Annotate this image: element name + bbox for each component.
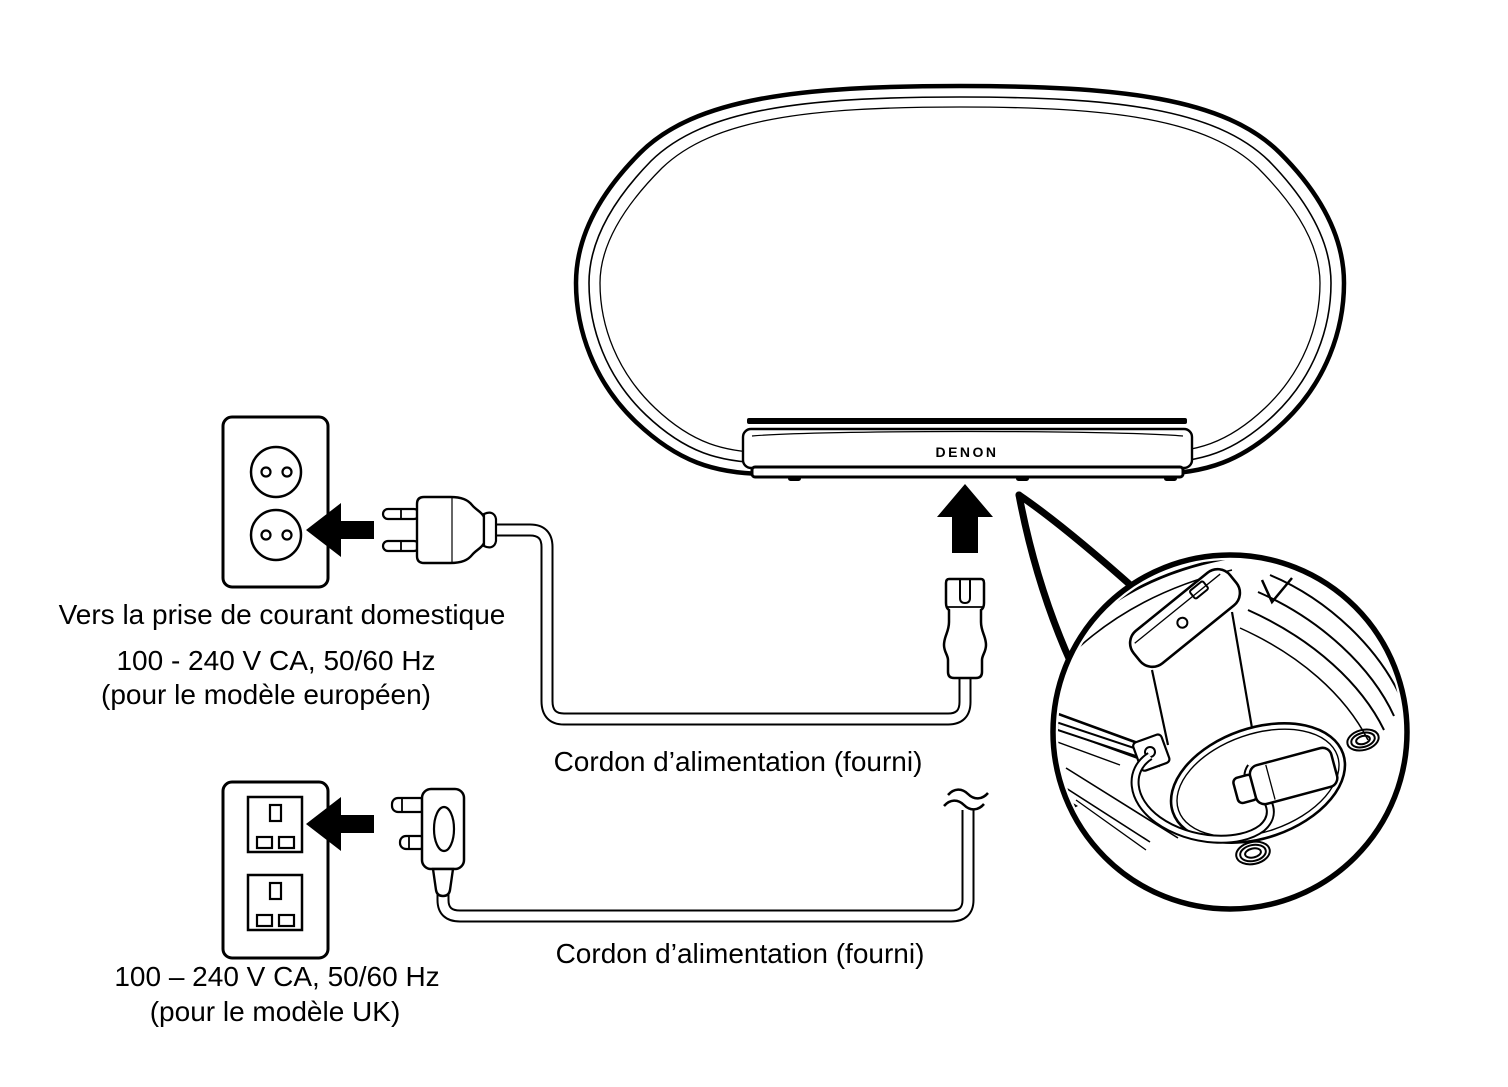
detail-circle [1050,552,1410,912]
uk-plug [390,787,466,898]
detail-ports-panel [1128,567,1242,669]
callout-wedge [1015,491,1140,667]
uk-wall-outlet [221,780,330,960]
uk-power-cord-label: Cordon d’alimentation (fourni) [555,938,925,969]
detail-screw-foot-right [1346,728,1380,752]
outlet-caption-label: Vers la prise de courant domestique [58,599,506,630]
aux-jack-icon [1176,616,1189,629]
eu-power-cord-label: Cordon d’alimentation (fourni) [553,746,923,777]
insert-direction-left-arrow-uk-icon [306,797,374,851]
insert-direction-up-arrow-icon [937,484,993,553]
uk-power-cord [436,788,989,923]
eu-model-note-label: (pour le modèle européen) [101,679,431,710]
front-bar-base [750,465,1185,479]
uk-model-note-label: (pour le modèle UK) [149,996,401,1027]
speaker-top-view [573,83,1347,481]
eu-voltage-label: 100 - 240 V CA, 50/60 Hz [116,645,436,676]
detail-screw-foot-bottom [1235,840,1271,866]
denon-front-bar [741,427,1194,481]
detail-body-arcs [1239,574,1402,741]
speaker-shadow-band [747,418,1187,424]
eu-wall-outlet [221,415,330,589]
c7-connector [942,577,988,680]
uk-voltage-label: 100 – 240 V CA, 50/60 Hz [114,961,440,992]
detail-inserted-plug [1232,746,1339,806]
brand-logo-text: DENON [935,444,999,460]
eu-plug [381,495,498,565]
cable-break-mark [943,788,989,811]
insert-direction-left-arrow-eu-icon [306,503,374,557]
usb-port-icon [1189,580,1209,600]
eu-power-cord [494,523,972,726]
